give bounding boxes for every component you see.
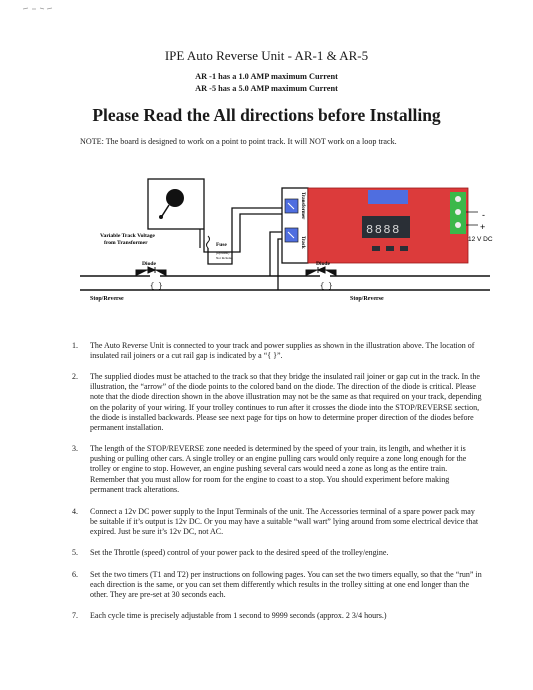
board-button-3 <box>400 246 408 251</box>
instruction-text: Set the Throttle (speed) control of your… <box>90 548 389 557</box>
instruction-number: 3. <box>72 444 78 453</box>
display-digits: 8888 <box>366 223 401 237</box>
diode-right-label: Diode <box>316 261 331 267</box>
transformer-label-1: Variable Track Voltage <box>100 233 155 239</box>
fuse-label: Fuse <box>216 242 227 248</box>
transformer-box <box>147 178 205 230</box>
plus-sign: + <box>480 222 485 232</box>
fuse-symbol <box>206 235 210 249</box>
instruction-number: 7. <box>72 611 78 620</box>
diode-left-label: Diode <box>142 261 157 267</box>
ar1-current-spec: AR -1 has a 1.0 AMP maximum Current <box>195 72 338 81</box>
gap-right: { } <box>320 283 333 291</box>
stop-reverse-left: Stop/Reverse <box>90 296 124 302</box>
diode-right-symbol <box>305 266 337 276</box>
stop-reverse-right: Stop/Reverse <box>350 296 384 302</box>
fuse-note-1: (Optional) <box>216 251 229 255</box>
board-button-2 <box>386 246 394 251</box>
headline: Please Read the All directions before In… <box>92 105 441 125</box>
instruction-text: The Auto Reverse Unit is connected to yo… <box>90 341 475 361</box>
terminal-track-label: Track <box>300 236 305 249</box>
gap-left: { } <box>150 283 163 291</box>
relay <box>368 190 408 204</box>
wiring-diagram: Variable Track Voltage from Transformer … <box>80 178 493 302</box>
seven-segment-display <box>362 216 410 238</box>
instruction-number: 2. <box>72 372 78 381</box>
transformer-label-2: from Transformer <box>104 240 148 246</box>
instruction-number: 4. <box>72 507 78 516</box>
terminal-transformer-label: Transformer <box>300 192 305 220</box>
page-title: IPE Auto Reverse Unit - AR-1 & AR-5 <box>164 48 369 63</box>
instruction-number: 6. <box>72 570 78 579</box>
diode-left-symbol <box>135 266 167 276</box>
throttle-knob-icon <box>166 189 184 207</box>
power-label: 12 V DC <box>468 236 493 243</box>
instruction-number: 5. <box>72 548 78 557</box>
scan-mark <box>22 7 53 10</box>
minus-sign: - <box>482 210 485 220</box>
ar5-current-spec: AR -5 has a 5.0 AMP maximum Current <box>195 84 338 93</box>
instruction-text: Connect a 12v DC power supply to the Inp… <box>90 507 479 537</box>
instruction-number: 1. <box>72 341 78 350</box>
loop-track-note: NOTE: The board is designed to work on a… <box>80 137 397 146</box>
instruction-text: Set the two timers (T1 and T2) per instr… <box>90 570 482 600</box>
instruction-text: The length of the STOP/REVERSE zone need… <box>90 444 467 494</box>
instruction-text: Each cycle time is precisely adjustable … <box>90 611 387 620</box>
board-button-1 <box>372 246 380 251</box>
instruction-text: The supplied diodes must be attached to … <box>90 372 482 433</box>
fuse-note-2: Not Included <box>216 256 233 260</box>
